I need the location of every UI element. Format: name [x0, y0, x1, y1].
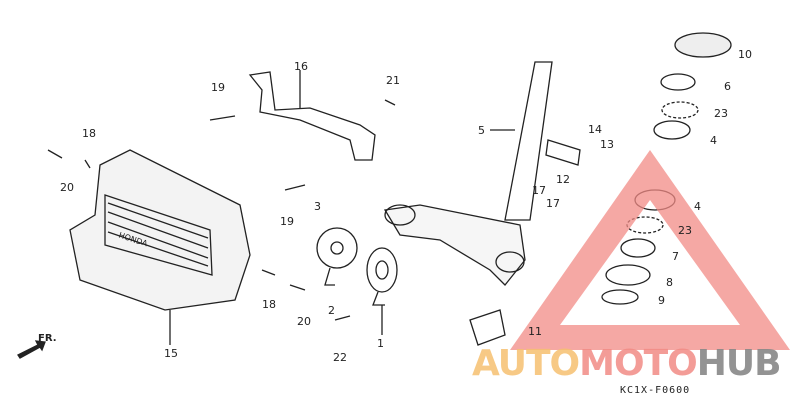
callout: 20 [60, 181, 74, 194]
watermark-triangle [510, 150, 790, 350]
callout: 17 [532, 184, 546, 197]
horn-2 [316, 227, 358, 269]
callout: 8 [666, 276, 673, 289]
callout: 17 [546, 197, 560, 210]
callout: 22 [333, 351, 347, 364]
steering-lock [545, 139, 581, 166]
lock-cover [469, 309, 506, 346]
top-nut [674, 32, 732, 58]
diagram-code: KC1X-F0600 [620, 385, 691, 396]
watermark-auto: AUTO [472, 343, 580, 384]
callout: 16 [294, 60, 308, 73]
headlight-cover [69, 149, 251, 311]
front-marker: FR. [38, 333, 57, 344]
callout: 1 [377, 337, 384, 350]
callout: 3 [314, 200, 321, 213]
watermark-moto: MOTO [579, 343, 698, 384]
callout: 18 [82, 127, 96, 140]
callout: 4 [710, 134, 717, 147]
callout: 13 [600, 138, 614, 151]
callout: 14 [588, 123, 602, 136]
callout: 23 [678, 224, 692, 237]
callout: 19 [280, 215, 294, 228]
callout: 9 [658, 294, 665, 307]
callout: 18 [262, 298, 276, 311]
callout: 6 [724, 80, 731, 93]
callout: 2 [328, 304, 335, 317]
watermark-logo: AUTOMOTOHUB [472, 343, 782, 384]
callout: 23 [714, 107, 728, 120]
callout: 11 [528, 325, 542, 338]
callout: 5 [478, 124, 485, 137]
watermark-hub: HUB [696, 343, 782, 384]
callout: 15 [164, 347, 178, 360]
front-arrow [17, 340, 46, 359]
horn-bracket [248, 71, 376, 161]
callout: 20 [297, 315, 311, 328]
callout: 7 [672, 250, 679, 263]
steering-stem [504, 61, 553, 221]
callout: 19 [211, 81, 225, 94]
fork-bottom-bridge [383, 204, 526, 286]
callout: 4 [694, 200, 701, 213]
horn-1 [366, 247, 398, 293]
callout: 21 [386, 74, 400, 87]
callout: 12 [556, 173, 570, 186]
callout: 10 [738, 48, 752, 61]
